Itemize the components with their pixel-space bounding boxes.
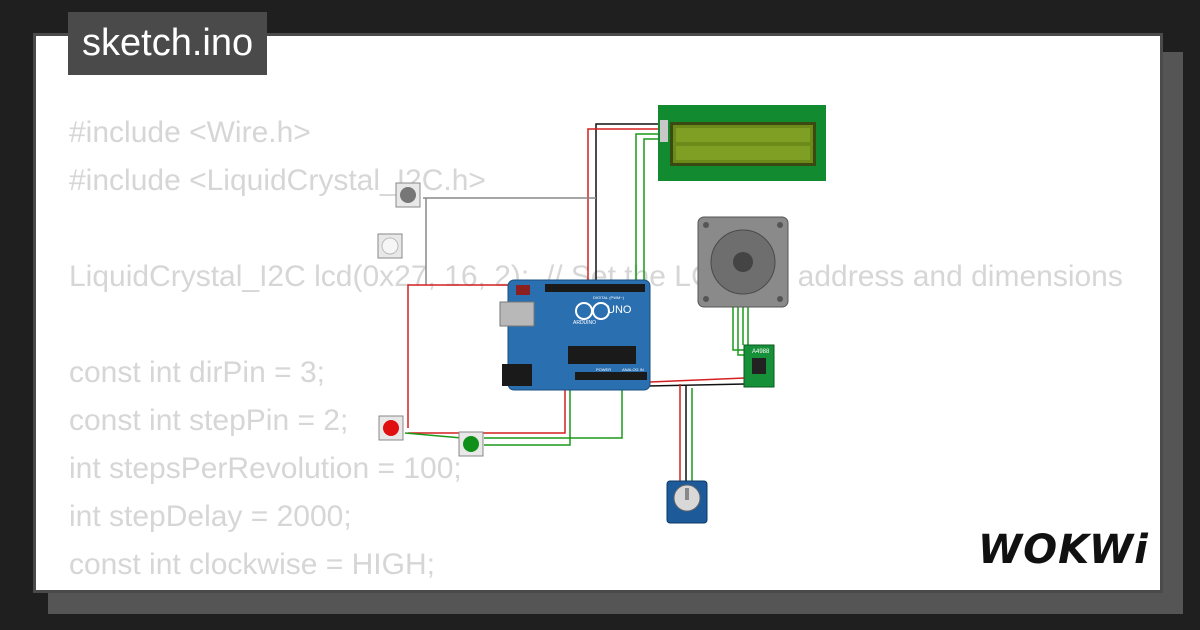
code-line: const int clockwise = HIGH; <box>69 548 435 581</box>
wire-green-left <box>404 432 463 439</box>
wire-lcd-sda <box>635 133 664 310</box>
wire-driver-red <box>649 377 746 383</box>
lcd-display[interactable] <box>658 105 826 181</box>
wire-driver-black <box>647 383 746 387</box>
wire-stepper-2 <box>737 305 746 356</box>
pushbutton-gray[interactable] <box>395 182 421 208</box>
arduino-brand: ARDUINO <box>573 320 596 326</box>
code-line: int stepsPerRevolution = 100; <box>69 452 462 485</box>
potentiometer[interactable] <box>666 480 708 524</box>
wokwi-logo: WOKWi <box>978 527 1149 573</box>
arduino-uno[interactable]: UNO ARDUINO DIGITAL (PWM~) POWER ANALOG … <box>499 279 651 391</box>
arduino-header-label: DIGITAL (PWM~) <box>593 295 625 300</box>
pushbutton-red[interactable] <box>378 415 404 441</box>
code-line: const int stepPin = 2; <box>69 404 349 437</box>
wire-lcd-vcc <box>587 128 664 298</box>
arduino-model: UNO <box>607 304 632 316</box>
pushbutton-white[interactable] <box>377 233 403 259</box>
code-line: int stepDelay = 2000; <box>69 500 352 533</box>
code-line: #include <LiquidCrystal_I2C.h> <box>69 164 486 197</box>
stepper-motor[interactable] <box>697 216 789 308</box>
code-line: const int dirPin = 3; <box>69 356 325 389</box>
wire-green-btn <box>484 385 623 439</box>
code-preview: #include <Wire.h> #include <LiquidCrystal… <box>69 109 1133 590</box>
code-line: #include <Wire.h> <box>69 116 311 149</box>
pushbutton-green[interactable] <box>458 431 484 457</box>
stepper-driver[interactable]: A4988 <box>743 344 775 388</box>
wire-green-btn2 <box>484 385 571 446</box>
wire-lcd-scl <box>643 138 664 310</box>
wire-stepper-1 <box>732 305 746 351</box>
arduino-power-label: POWER <box>596 367 611 372</box>
driver-label: A4988 <box>752 349 770 355</box>
file-name-tab: sketch.ino <box>68 12 268 75</box>
arduino-analog-label: ANALOG IN <box>622 367 644 372</box>
lcd-pixels <box>676 128 810 160</box>
